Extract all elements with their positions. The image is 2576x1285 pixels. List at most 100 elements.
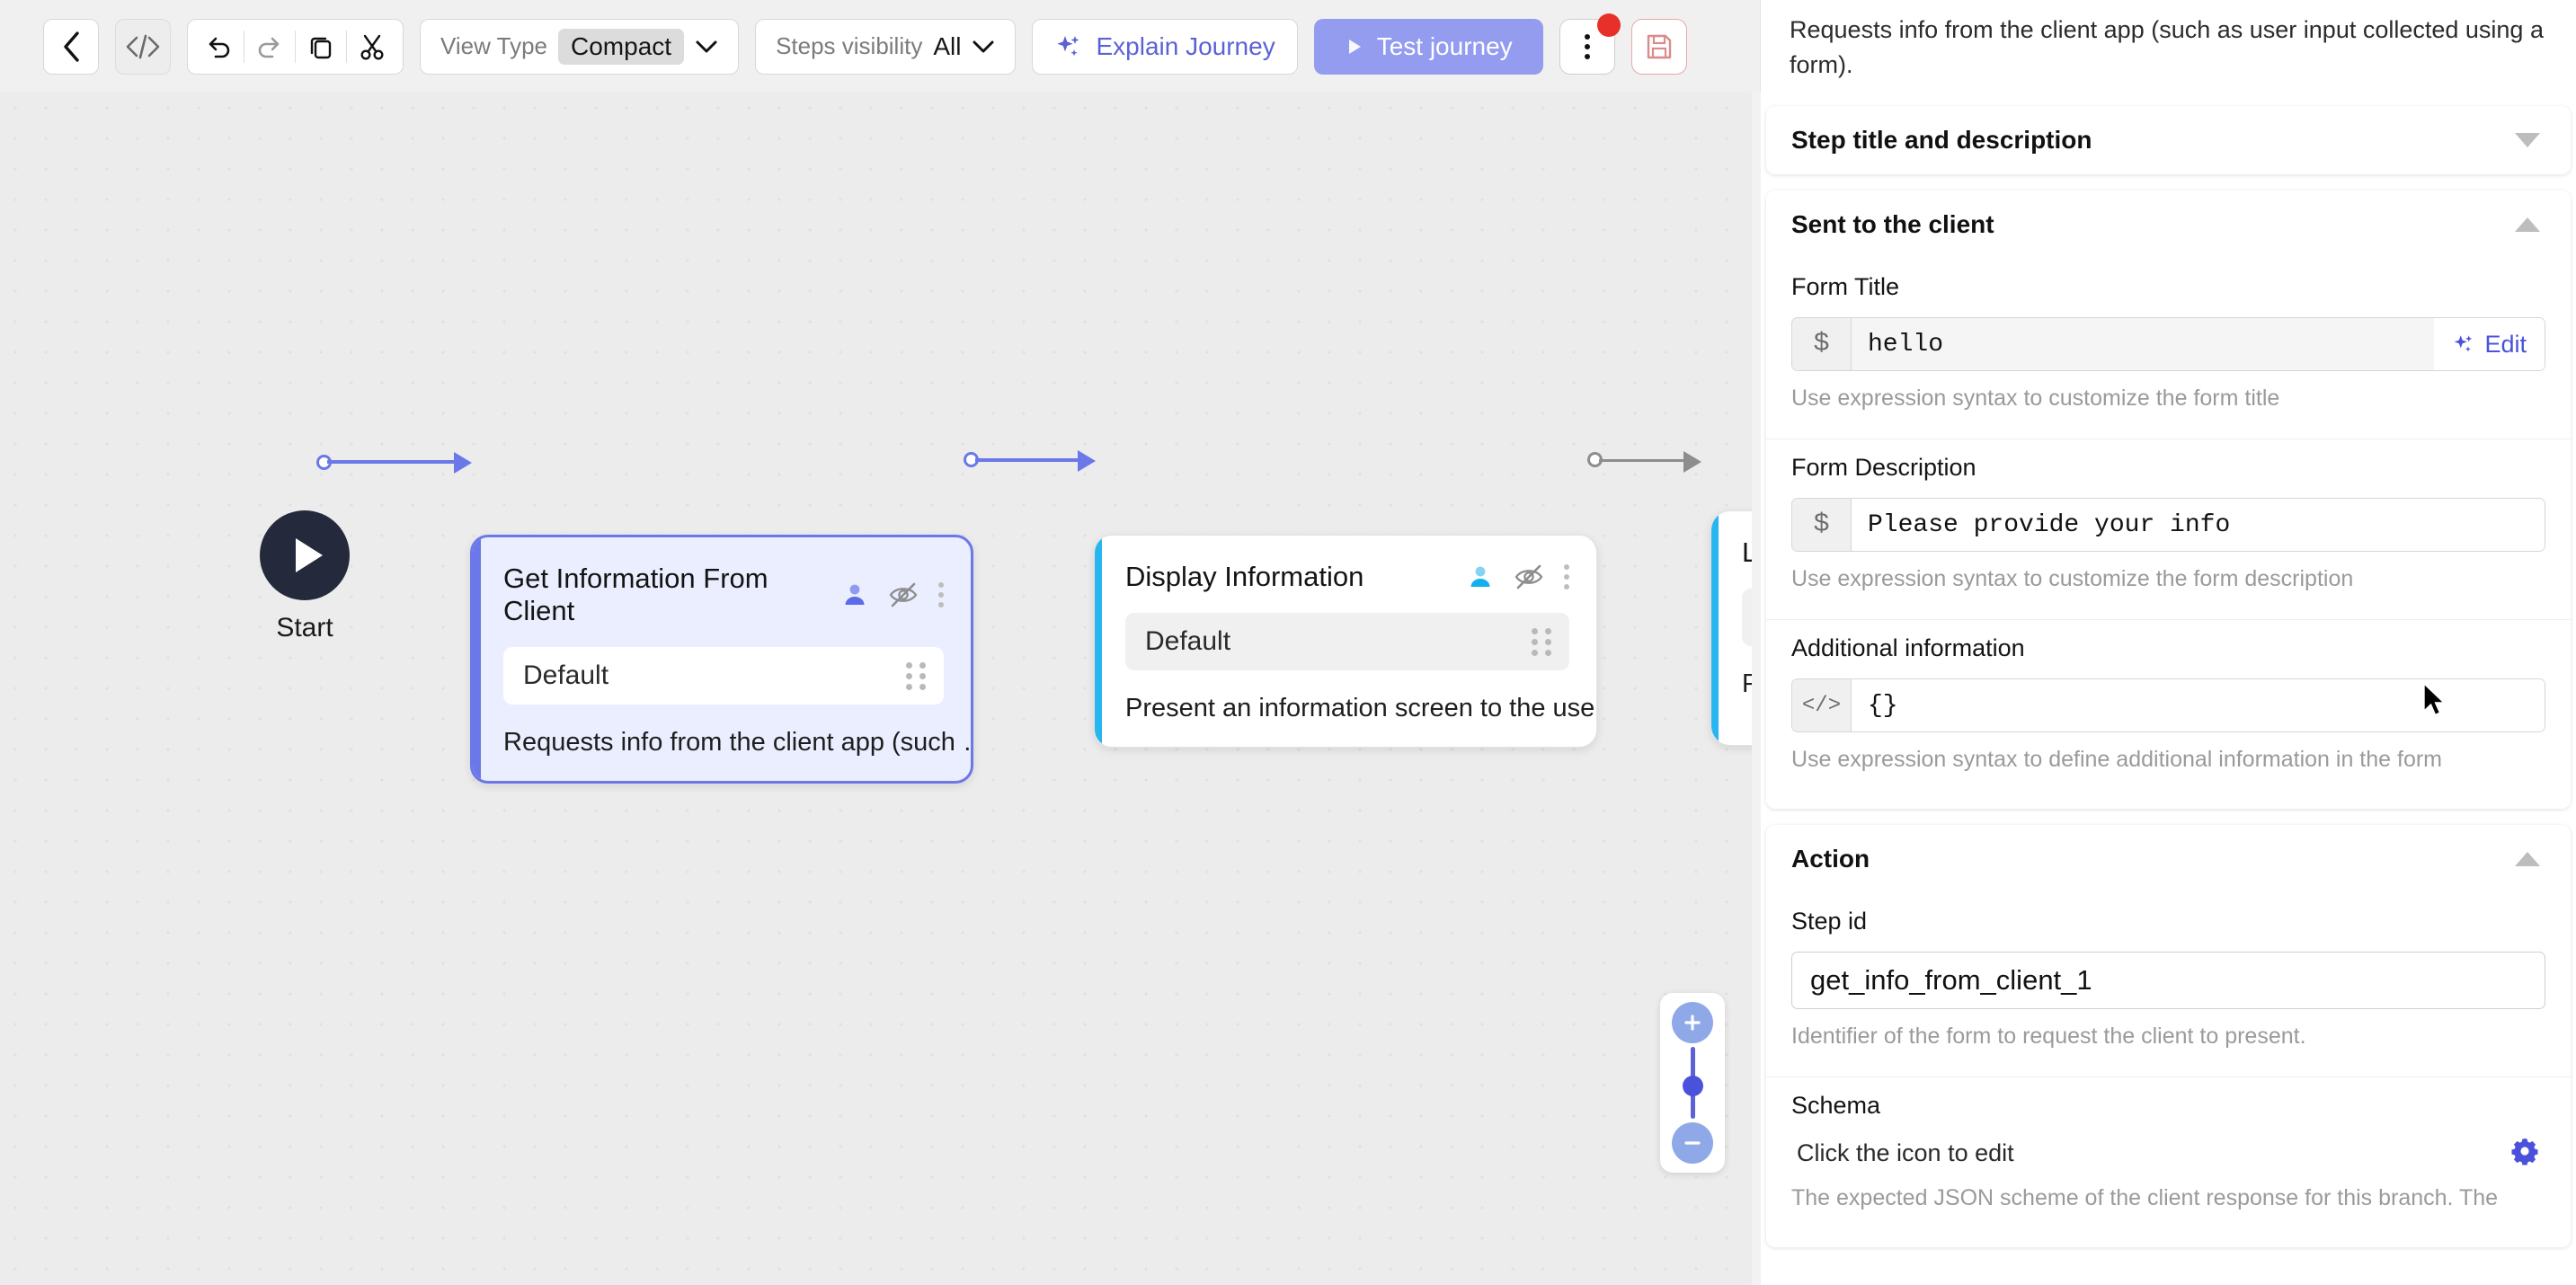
gear-icon[interactable] [2509,1136,2540,1171]
canvas-area: View Type Compact Steps visibility All [0,0,1761,1285]
steps-visibility-select[interactable]: Steps visibility All [755,18,1017,75]
node-accent-bar [473,537,481,781]
section-title: Action [1791,845,1870,873]
node-display-information[interactable]: Display Information [1094,535,1597,748]
chevron-down-icon[interactable] [2515,133,2540,148]
kebab-menu-icon[interactable] [1564,564,1569,589]
edit-label: Edit [2484,330,2527,358]
sparkles-icon [1057,35,1079,56]
redo-icon [258,37,280,58]
user-icon[interactable] [1467,563,1494,590]
user-icon[interactable] [841,581,868,608]
back-button[interactable] [43,18,99,75]
zoom-slider-thumb[interactable] [1682,1076,1703,1096]
gear-glyph [2511,1139,2538,1165]
field-schema: Schema Click the icon to edit The expect… [1766,1077,2571,1238]
field-form-description: Form Description $ Please provide your i… [1766,439,2571,621]
eye-off-icon[interactable] [1514,563,1544,590]
node-branch-row[interactable]: Default [503,647,944,705]
form-title-label: Form Title [1791,273,1900,301]
zoom-control-vertical [1660,993,1725,1173]
chevron-down-icon [696,40,717,52]
drag-handle-icon[interactable] [906,661,926,690]
form-description-expression-input[interactable]: $ Please provide your info [1791,498,2545,553]
zoom-in-button-vertical[interactable] [1672,1002,1713,1043]
drag-handle-icon[interactable] [1532,627,1551,656]
section-title: Step title and description [1791,126,2092,155]
kebab-menu-icon[interactable] [938,582,944,607]
start-circle [260,510,350,600]
copy-icon [310,37,332,58]
field-form-title: Form Title $ hello Edit [1766,259,2571,440]
schema-value: Click the icon to edit [1797,1139,2014,1167]
edge-start-to-node-a [327,460,460,464]
step-id-label: Step id [1791,908,1868,935]
toolbar-divider [295,30,296,63]
start-node[interactable]: Start [260,510,350,643]
redo-button[interactable] [244,21,295,73]
node-title: Display Information [1125,561,1364,592]
explain-journey-button[interactable]: Explain Journey [1032,18,1298,75]
form-description-label: Form Description [1791,454,1976,482]
chevron-up-icon[interactable] [2515,217,2540,233]
form-description-value[interactable]: Please provide your info [1852,499,2545,552]
step-intro-text: Requests info from the client app (such … [1790,16,2544,79]
panel-splitter[interactable] [1752,93,1761,1285]
plus-icon [1684,1015,1701,1031]
code-brackets-icon: </> [1792,679,1852,732]
steps-visibility-label: Steps visibility [776,32,923,59]
eye-off-icon[interactable] [888,581,919,608]
view-type-label: View Type [440,32,548,59]
copy-button[interactable] [296,21,346,73]
edge-node-a-to-node-b [975,458,1083,462]
form-title-edit-button[interactable]: Edit [2434,318,2545,371]
form-title-expression-input[interactable]: $ hello Edit [1791,317,2545,372]
chevron-left-icon [64,31,79,62]
step-id-input[interactable] [1791,952,2545,1010]
more-options-button[interactable] [1559,13,1621,75]
expression-sigil: $ [1792,318,1852,371]
scissors-icon [360,34,384,60]
node-get-information-from-client[interactable]: Get Information From Client [470,535,973,784]
section-action: Action Step id Identifier of the form to… [1766,825,2571,1248]
section-sent-to-the-client: Sent to the client Form Title $ hello [1766,191,2571,810]
cut-button[interactable] [347,21,397,73]
step-properties-panel: Requests info from the client app (such … [1760,0,2576,1285]
flow-canvas[interactable]: Start Get Information From Client [0,93,1760,1285]
additional-information-input[interactable]: </> {} [1791,678,2545,733]
undo-icon [209,37,230,58]
form-title-hint: Use expression syntax to customize the f… [1791,386,2280,412]
field-additional-information: Additional information </> {} Use expres… [1766,620,2571,800]
node-accent-bar [1711,511,1719,745]
section-header-sent-to-client[interactable]: Sent to the client [1766,191,2571,259]
node-branch-row[interactable]: Default [1125,613,1569,670]
test-journey-label: Test journey [1376,31,1513,60]
edit-actions-group [187,18,404,75]
section-header-step-title[interactable]: Step title and description [1766,106,2571,174]
toolbar-divider [346,30,347,63]
node-branch-label: Default [523,660,609,690]
test-journey-button[interactable]: Test journey [1313,18,1543,75]
field-step-id: Step id Identifier of the form to reques… [1766,893,2571,1078]
notification-badge [1596,13,1621,37]
zoom-slider-vertical[interactable] [1682,1047,1703,1119]
chevron-down-icon [973,40,994,52]
floppy-disk-icon [1647,34,1671,58]
form-title-value[interactable]: hello [1852,318,2435,371]
code-view-button[interactable] [115,18,171,75]
view-type-select[interactable]: View Type Compact [420,18,740,75]
section-header-action[interactable]: Action [1766,825,2571,893]
schema-hint: The expected JSON scheme of the client r… [1791,1185,2499,1211]
zoom-out-button-vertical[interactable] [1672,1122,1713,1164]
save-button[interactable] [1630,18,1687,75]
section-step-title-and-description: Step title and description [1766,106,2571,175]
node-title: Get Information From Client [503,563,768,626]
step-id-hint: Identifier of the form to request the cl… [1791,1024,2306,1050]
chevron-up-icon[interactable] [2515,852,2540,867]
undo-button[interactable] [193,21,244,73]
view-type-value: Compact [558,28,685,65]
additional-information-value[interactable]: {} [1852,679,2545,732]
top-toolbar: View Type Compact Steps visibility All [0,0,1760,93]
start-label: Start [276,613,333,642]
